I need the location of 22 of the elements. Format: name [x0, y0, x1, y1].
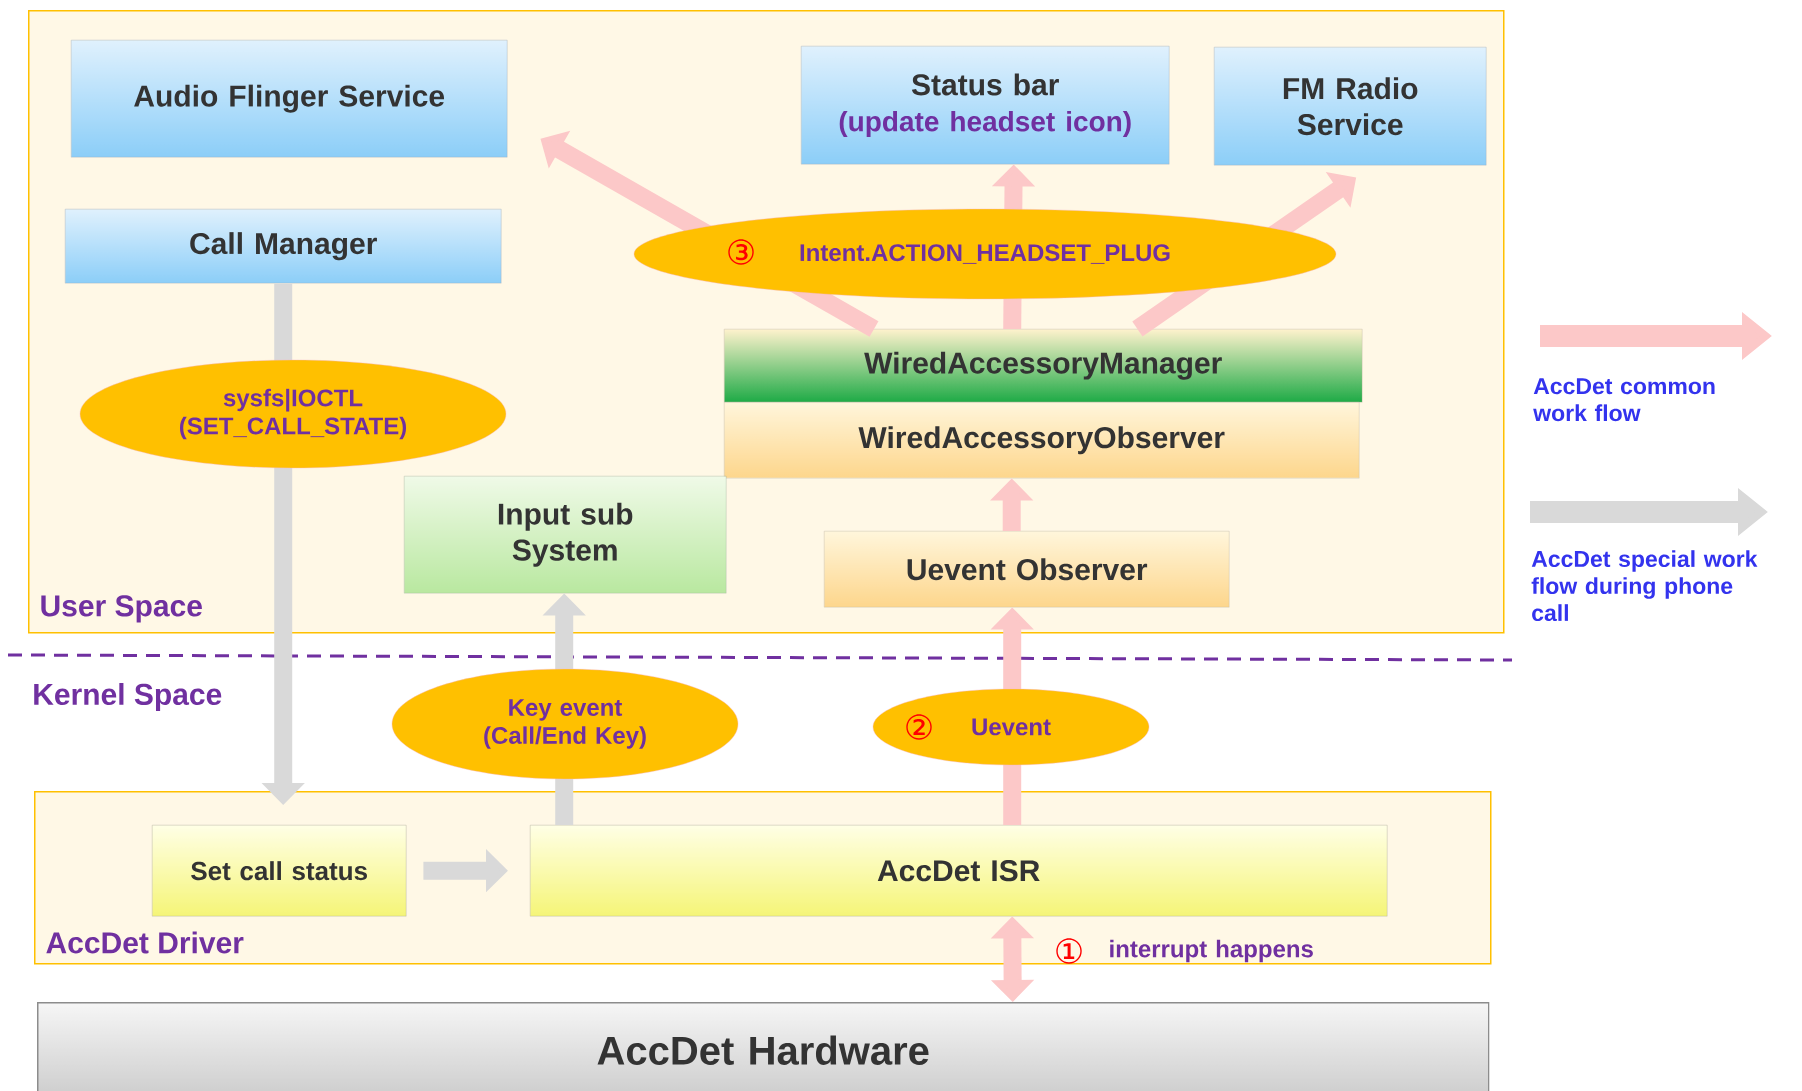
observer-box: WiredAccessoryObserver	[724, 402, 1360, 479]
region-label: AccDet Driver	[46, 931, 244, 954]
service-box: FM Radio Service	[1214, 47, 1487, 166]
edge-label: Key event (Call/End Key)	[391, 668, 739, 780]
subsystem-box: Input sub System	[404, 476, 727, 594]
edge-label: sysfs|IOCTL (SET_CALL_STATE)	[79, 359, 507, 469]
space-label: Kernel Space	[34, 683, 222, 711]
service-box: Call Manager	[65, 209, 502, 284]
manager-box: WiredAccessoryManager	[724, 329, 1363, 403]
callout-number: ③	[728, 239, 754, 265]
driver-box: AccDet ISR	[530, 825, 1388, 917]
hardware-box: AccDet Hardware	[37, 1002, 1490, 1091]
service-box: Status bar (update headset icon)	[801, 46, 1170, 165]
legend-text: AccDet common work flow	[1533, 378, 1715, 422]
callout-number: ①	[1056, 938, 1082, 964]
callout-number: ②	[906, 714, 932, 740]
driver-box: Set call status	[152, 825, 407, 917]
legend-text: AccDet special work flow during phone call	[1531, 550, 1758, 622]
edge-label: interrupt happens	[1110, 939, 1313, 963]
service-box: Audio Flinger Service	[71, 40, 508, 158]
region-label: User Space	[41, 595, 202, 623]
observer-box: Uevent Observer	[824, 531, 1230, 608]
